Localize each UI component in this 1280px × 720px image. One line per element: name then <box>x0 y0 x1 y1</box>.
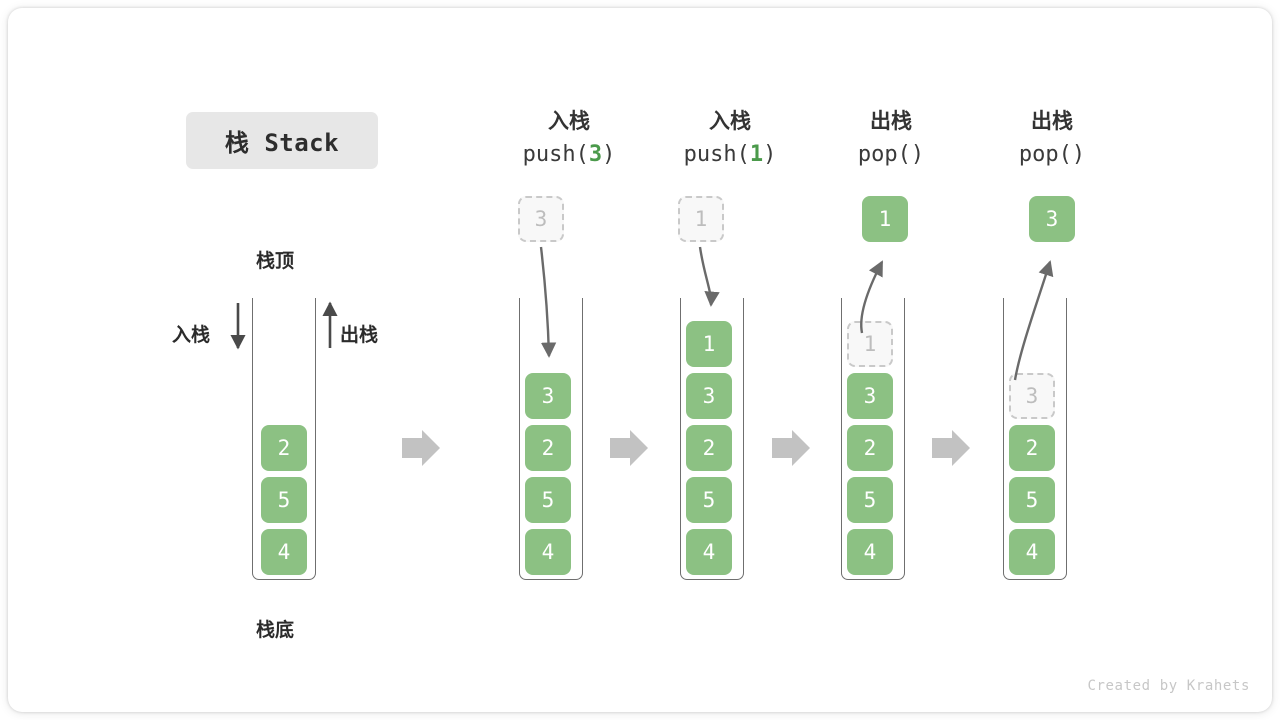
stack-cell-pop-1-4: 4 <box>847 529 893 575</box>
watermark: Created by Krahets <box>1087 678 1250 694</box>
stack-cell-pop-3-3: 4 <box>1009 529 1055 575</box>
base-stack-container <box>252 298 316 580</box>
stack-top-label: 栈顶 <box>256 250 295 272</box>
stack-cell-pop-1-1: 3 <box>847 373 893 419</box>
title-badge: 栈 Stack <box>186 112 378 169</box>
stack-cell-push-3-0: 3 <box>525 373 571 419</box>
pop-direction-label: 出栈 <box>340 324 379 346</box>
op-suffix-0: ) <box>602 141 616 167</box>
step-header-pop-3: 出栈 pop() <box>977 105 1127 172</box>
stack-cell-push-3-1: 2 <box>525 425 571 471</box>
step-header-cn-3: 出栈 <box>1031 109 1073 133</box>
floating-cell-pop-1: 1 <box>862 196 908 242</box>
stack-cell-pop-3-0: 3 <box>1009 373 1055 419</box>
stack-container-pop-1 <box>841 298 905 580</box>
stack-cell-push-1-0: 1 <box>686 321 732 367</box>
step-header-push-3: 入栈 push(3) <box>494 105 644 172</box>
op-suffix-1: ) <box>763 141 777 167</box>
stack-cell-push-3-2: 5 <box>525 477 571 523</box>
op-prefix-1: push( <box>683 141 750 167</box>
op-prefix-0: push( <box>522 141 589 167</box>
op-suffix-3: ) <box>1071 141 1086 167</box>
stack-container-push-3 <box>519 298 583 580</box>
step-header-op-1: push(1) <box>655 138 805 172</box>
stack-cell-pop-3-2: 5 <box>1009 477 1055 523</box>
floating-cell-push-3: 3 <box>518 196 564 242</box>
op-prefix-3: pop( <box>1018 141 1072 167</box>
step-header-op-2: pop() <box>816 138 966 172</box>
stack-cell-push-3-3: 4 <box>525 529 571 575</box>
step-header-op-0: push(3) <box>494 138 644 172</box>
step-header-cn-2: 出栈 <box>870 109 912 133</box>
step-header-pop-1: 出栈 pop() <box>816 105 966 172</box>
stack-cell-pop-1-0: 1 <box>847 321 893 367</box>
step-header-cn-0: 入栈 <box>548 109 590 133</box>
op-prefix-2: pop( <box>857 141 911 167</box>
step-header-cn-1: 入栈 <box>709 109 751 133</box>
step-header-op-3: pop() <box>977 138 1127 172</box>
stack-cell-pop-1-3: 5 <box>847 477 893 523</box>
stack-cell-push-1-4: 4 <box>686 529 732 575</box>
step-header-push-1: 入栈 push(1) <box>655 105 805 172</box>
push-direction-label: 入栈 <box>172 324 211 346</box>
base-stack-cell-1: 5 <box>261 477 307 523</box>
stack-cell-push-1-3: 5 <box>686 477 732 523</box>
floating-cell-push-1: 1 <box>678 196 724 242</box>
base-stack-cell-0: 2 <box>261 425 307 471</box>
op-arg-1: 1 <box>749 141 764 167</box>
base-stack-cell-2: 4 <box>261 529 307 575</box>
stack-cell-push-1-1: 3 <box>686 373 732 419</box>
stack-cell-pop-1-2: 2 <box>847 425 893 471</box>
stack-container-push-1 <box>680 298 744 580</box>
stack-cell-pop-3-1: 2 <box>1009 425 1055 471</box>
op-suffix-2: ) <box>910 141 925 167</box>
stack-cell-push-1-2: 2 <box>686 425 732 471</box>
op-arg-0: 3 <box>588 141 603 167</box>
floating-cell-pop-3: 3 <box>1029 196 1075 242</box>
stack-bottom-label: 栈底 <box>256 619 295 641</box>
stack-container-pop-3 <box>1003 298 1067 580</box>
